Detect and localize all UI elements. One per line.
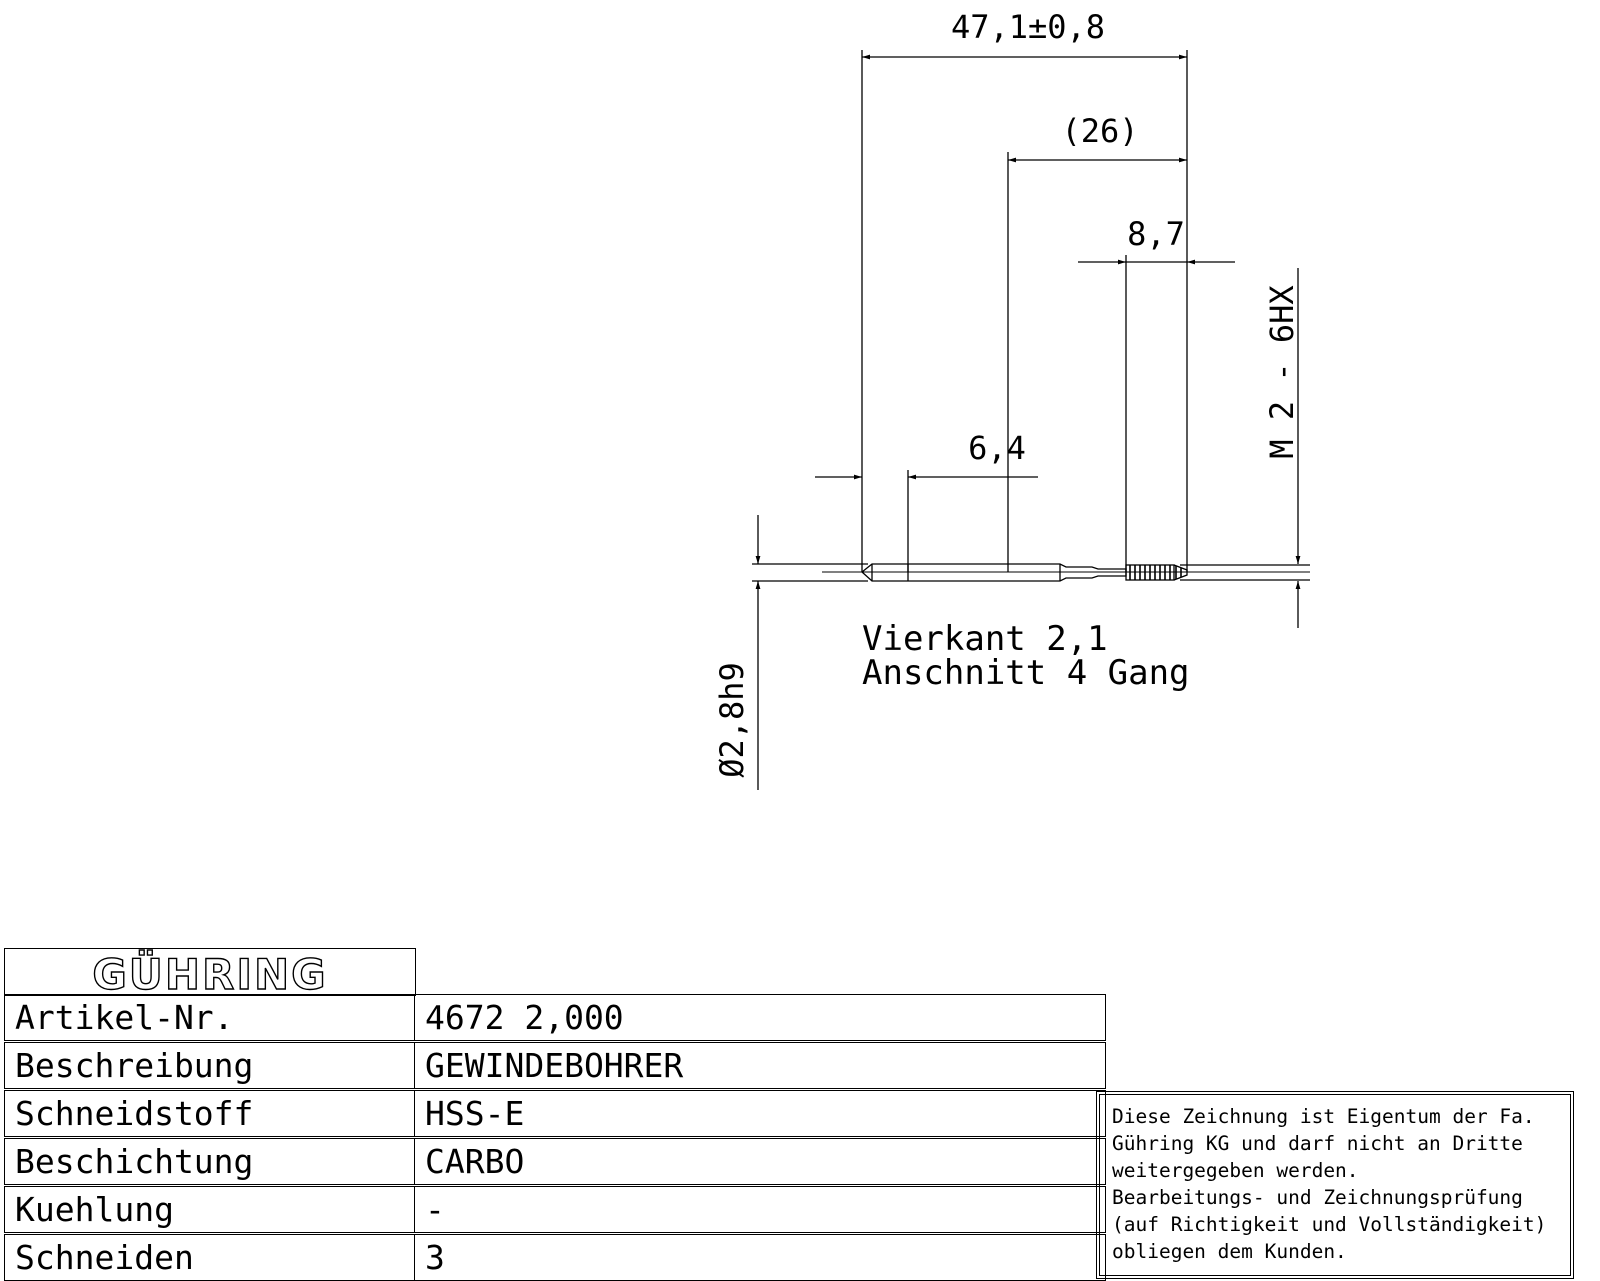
dimension-thread-length-label: 8,7 (1127, 215, 1185, 253)
title-row-coating: Beschichtung CARBO (4, 1138, 1106, 1185)
disclaimer-line: obliegen dem Kunden. (1112, 1240, 1347, 1263)
title-row-cooling: Kuehlung - (4, 1186, 1106, 1233)
title-key: Artikel-Nr. (5, 995, 415, 1040)
disclaimer-box: Diese Zeichnung ist Eigentum der Fa. Güh… (1096, 1091, 1574, 1279)
title-value: HSS-E (425, 1094, 525, 1133)
disclaimer-line: Diese Zeichnung ist Eigentum der Fa. (1112, 1105, 1535, 1128)
tap-body (860, 563, 1127, 582)
title-key: Beschichtung (5, 1139, 415, 1184)
technical-drawing: 47,1±0,8 (26) 8,7 6,4 M 2 - 6HX Ø2,8h9 V… (713, 8, 1310, 790)
dimension-square-label: 6,4 (968, 429, 1026, 467)
disclaimer-line: weitergegeben werden. (1112, 1159, 1359, 1182)
title-key: Kuehlung (5, 1187, 415, 1232)
guehring-logo: GÜHRING (92, 948, 327, 999)
title-value: 4672 2,000 (425, 998, 624, 1037)
title-value: 3 (425, 1238, 445, 1277)
title-value: CARBO (425, 1142, 525, 1181)
dimension-overall-label: 47,1±0,8 (951, 8, 1105, 46)
thread-spec-label: M 2 - 6HX (1263, 285, 1301, 458)
note-chamfer: Anschnitt 4 Gang (862, 653, 1190, 693)
note-square: Vierkant 2,1 (862, 619, 1108, 659)
logo-text: GÜHRING (92, 949, 327, 995)
title-row-flutes: Schneiden 3 (4, 1234, 1106, 1281)
title-value: - (425, 1190, 445, 1229)
title-row-material: Schneidstoff HSS-E (4, 1090, 1106, 1137)
disclaimer-line: (auf Richtigkeit und Vollständigkeit) (1112, 1213, 1547, 1236)
logo-cell: GÜHRING (4, 948, 416, 1000)
title-row-description: Beschreibung GEWINDEBOHRER (4, 1042, 1106, 1089)
title-row-article: Artikel-Nr. 4672 2,000 (4, 994, 1106, 1041)
disclaimer-line: Gühring KG und darf nicht an Dritte (1112, 1132, 1523, 1155)
title-key: Schneiden (5, 1235, 415, 1280)
title-key: Beschreibung (5, 1043, 415, 1088)
disclaimer-line: Bearbeitungs- und Zeichnungsprüfung (1112, 1186, 1523, 1209)
title-value: GEWINDEBOHRER (425, 1046, 684, 1085)
thread-section (1125, 564, 1188, 581)
dimension-26-label: (26) (1061, 112, 1138, 150)
shank-diameter-label: Ø2,8h9 (713, 662, 751, 778)
title-key: Schneidstoff (5, 1091, 415, 1136)
